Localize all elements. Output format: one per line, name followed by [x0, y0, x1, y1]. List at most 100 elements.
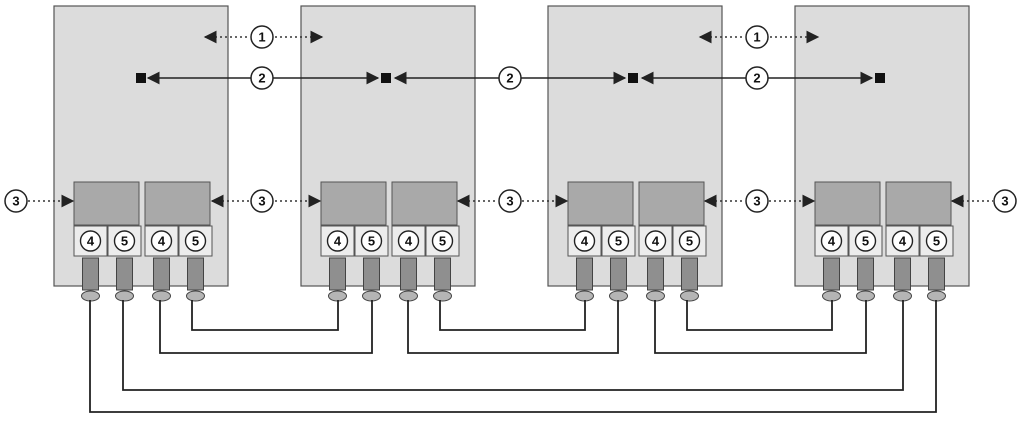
bus-node — [136, 73, 146, 83]
callout-circle — [250, 25, 274, 49]
callout-circle — [891, 230, 914, 252]
module — [144, 181, 211, 226]
connector-end — [399, 290, 418, 302]
callout-2-label: 2 — [258, 71, 265, 86]
callout-circle — [113, 230, 136, 252]
callout-3-label: 3 — [1001, 194, 1008, 209]
connector-plug — [928, 257, 945, 291]
module — [638, 181, 705, 226]
callout-5-label: 5 — [121, 234, 128, 249]
callout-1-label: 1 — [753, 30, 760, 45]
callout-4-label: 4 — [87, 234, 95, 249]
callout-3-label: 3 — [12, 194, 19, 209]
connector-end — [893, 290, 912, 302]
cable-3-4b — [654, 300, 867, 354]
callout-3-label: 3 — [753, 194, 760, 209]
callout-circle — [820, 230, 843, 252]
connector-plug — [857, 257, 874, 291]
callout-circle — [397, 230, 420, 252]
connector-end — [186, 290, 205, 302]
bus-node — [875, 73, 885, 83]
module — [320, 181, 387, 226]
connector-plug — [116, 257, 133, 291]
callout-circle — [326, 230, 349, 252]
callout-circle — [745, 66, 769, 90]
callout-4-label: 4 — [828, 234, 836, 249]
connector-plug — [894, 257, 911, 291]
callout-circle — [678, 230, 701, 252]
connector-plug — [187, 257, 204, 291]
connector-end — [575, 290, 594, 302]
callout-circle — [79, 230, 102, 252]
cable-1-2b — [159, 300, 373, 354]
connector-end — [856, 290, 875, 302]
connector-plug — [153, 257, 170, 291]
callout-4-label: 4 — [405, 234, 413, 249]
connector-plug — [647, 257, 664, 291]
connector-plug — [82, 257, 99, 291]
cable-2-3a — [439, 300, 586, 331]
connector-plug — [329, 257, 346, 291]
modules — [73, 181, 952, 226]
callout-circle — [498, 189, 522, 213]
bus-node — [628, 73, 638, 83]
connector-end — [152, 290, 171, 302]
callout-circle — [607, 230, 630, 252]
callout-5-label: 5 — [615, 234, 622, 249]
connector-end — [362, 290, 381, 302]
module — [814, 181, 881, 226]
connector-end — [680, 290, 699, 302]
callout-4-label: 4 — [652, 234, 660, 249]
connector-plug — [363, 257, 380, 291]
connector-end — [646, 290, 665, 302]
connector-end — [328, 290, 347, 302]
module — [885, 181, 952, 226]
callout-circle — [925, 230, 948, 252]
callout-circle — [4, 189, 28, 213]
callout-circle — [150, 230, 173, 252]
callout-5-label: 5 — [686, 234, 693, 249]
callout-circle — [250, 189, 274, 213]
connector-plug — [400, 257, 417, 291]
connector-plug — [434, 257, 451, 291]
callout-circle — [573, 230, 596, 252]
callout-1-label: 1 — [258, 30, 265, 45]
callout-circle — [745, 25, 769, 49]
callout-circle — [993, 189, 1017, 213]
callout-circle — [360, 230, 383, 252]
connector-plug — [681, 257, 698, 291]
callout-4-label: 4 — [581, 234, 589, 249]
callout-5-label: 5 — [862, 234, 869, 249]
module — [73, 181, 140, 226]
connector-end — [115, 290, 134, 302]
connector-plug — [576, 257, 593, 291]
connector-end — [609, 290, 628, 302]
connector-plug — [823, 257, 840, 291]
connector-end — [927, 290, 946, 302]
cable-3-4a — [686, 300, 833, 331]
connector-end — [433, 290, 452, 302]
callout-4-label: 4 — [334, 234, 342, 249]
connector-end — [822, 290, 841, 302]
callout-circle — [184, 230, 207, 252]
callout-circle — [250, 66, 274, 90]
callout-3-label: 3 — [506, 194, 513, 209]
callout-circle — [745, 189, 769, 213]
callout-circle — [498, 66, 522, 90]
callout-5-label: 5 — [192, 234, 199, 249]
cable-1-4b — [89, 300, 937, 413]
cables — [89, 300, 937, 413]
callout-5-label: 5 — [933, 234, 940, 249]
callout-circle — [644, 230, 667, 252]
callout-2-label: 2 — [753, 71, 760, 86]
callout-4-label: 4 — [158, 234, 166, 249]
module — [567, 181, 634, 226]
module — [391, 181, 458, 226]
bus-node — [381, 73, 391, 83]
callout-circle — [431, 230, 454, 252]
cable-1-4a — [122, 300, 904, 391]
connector-plug — [610, 257, 627, 291]
callout-2-label: 2 — [506, 71, 513, 86]
